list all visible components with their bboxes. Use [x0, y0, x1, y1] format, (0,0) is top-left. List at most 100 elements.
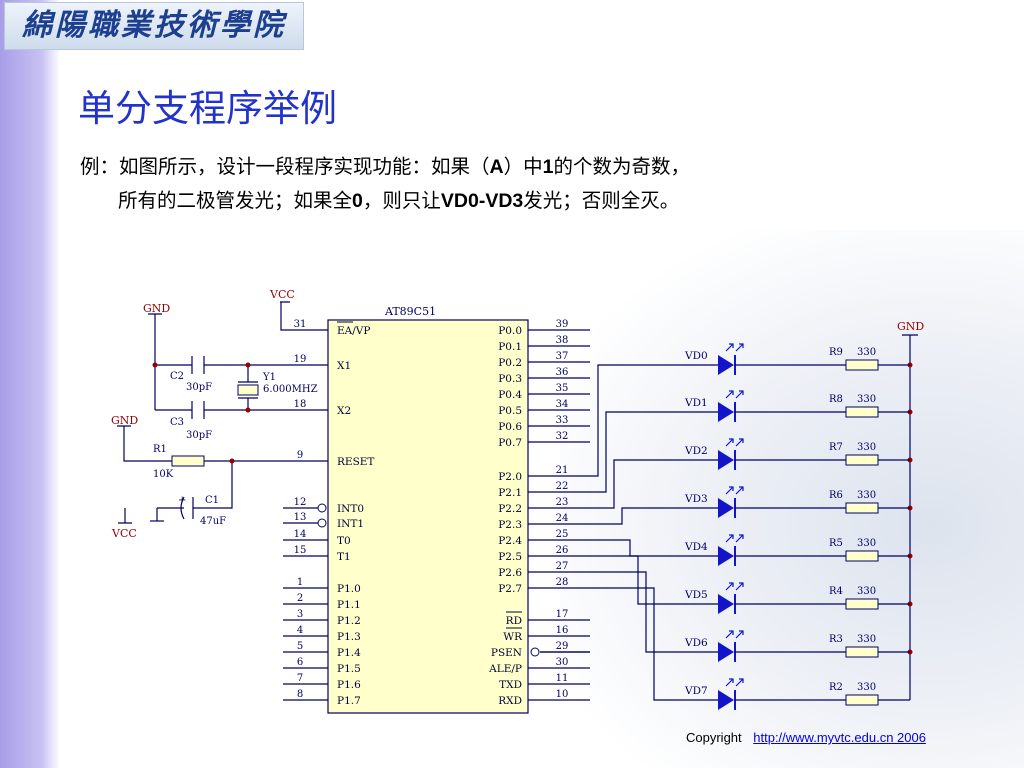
bus-wire [590, 459, 718, 509]
bold-zero: 0 [352, 190, 363, 212]
bus-wire [590, 555, 718, 605]
pin-name: P0.2 [498, 357, 522, 369]
bold-vd-range: VD0-VD3 [440, 190, 524, 212]
pin-number: 11 [556, 673, 569, 684]
resistor-value: 330 [857, 490, 876, 501]
resistor-value: 330 [857, 682, 876, 693]
pin-name: P0.6 [498, 421, 522, 433]
gnd-label-right: GND [897, 320, 924, 333]
led-diode [718, 546, 734, 566]
pin-number: 36 [556, 367, 569, 378]
resistor-value: 330 [857, 586, 876, 597]
pin-number: 25 [556, 529, 569, 540]
bus-wire [590, 571, 718, 653]
pin-name: P2.5 [498, 551, 522, 563]
y1-label: Y1 [262, 372, 276, 383]
led-label: VD7 [684, 685, 708, 697]
led-label: VD5 [684, 589, 708, 601]
description-line-1: 例：如图所示，设计一段程序实现功能：如果（A）中1的个数为奇数， [80, 150, 1000, 184]
inversion-bubbles [317, 503, 540, 657]
pin-name: PSEN [491, 647, 522, 659]
pin-number: 39 [556, 319, 569, 330]
led-label: VD1 [684, 397, 708, 409]
led-diode [718, 642, 734, 662]
pin-number: 6 [297, 657, 303, 668]
led-diode [718, 355, 734, 375]
chip-name: AT89C51 [384, 305, 436, 318]
light-arrow-icon [725, 343, 744, 352]
pin-number: 37 [556, 351, 569, 362]
pin-number: 26 [556, 545, 569, 556]
schematic-wiring [117, 301, 918, 700]
text-segment: 例：如图所示，设计一段程序实现功能：如果（ [80, 155, 490, 178]
resistor-body [845, 454, 879, 466]
pin-number: 35 [556, 383, 569, 394]
gnd-label-2: GND [111, 414, 138, 427]
pin-name: X1 [337, 360, 351, 372]
pin-number: 5 [297, 641, 303, 652]
resistor-label: R4 [829, 586, 843, 597]
resistor-body [845, 359, 879, 371]
pin-number: 4 [297, 625, 303, 636]
pin-number: 30 [556, 657, 569, 668]
resistor-label: R9 [829, 347, 843, 358]
copyright-footer: Copyright http://www.myvtc.edu.cn 2006 [686, 730, 926, 745]
led-diode [718, 402, 734, 422]
pin-name: ALE/P [488, 663, 522, 675]
resistor-body [845, 550, 879, 562]
bold-a: A [489, 156, 504, 178]
pin-number: 16 [556, 625, 569, 636]
college-logo: 綿陽職業技術學院 [4, 2, 304, 50]
bus-wire [590, 539, 718, 557]
pin-name: P0.0 [498, 325, 522, 337]
pin-name: P0.4 [498, 389, 522, 401]
led-diode [718, 498, 734, 518]
led-diode [718, 690, 734, 710]
light-arrow-icon [725, 438, 744, 447]
pin-number: 31 [294, 319, 307, 330]
c3-value: 30pF [186, 430, 212, 441]
pin-name: P0.7 [498, 437, 522, 449]
pin-number: 3 [297, 609, 303, 620]
resistor-value: 330 [857, 538, 876, 549]
pin-name: P0.1 [498, 341, 522, 353]
led-label: VD6 [684, 637, 708, 649]
resistor-body [845, 406, 879, 418]
website-link[interactable]: http://www.myvtc.edu.cn 2006 [753, 730, 926, 745]
pin-name: P0.3 [498, 373, 522, 385]
pin-number: 21 [556, 465, 569, 476]
resistor-body [845, 694, 879, 706]
led-label: VD4 [684, 541, 708, 553]
pin-name: P1.6 [337, 679, 361, 691]
resistor-body [845, 502, 879, 514]
pin-number: 7 [297, 673, 303, 684]
c2-value: 30pF [186, 382, 212, 393]
bus-wire [590, 507, 718, 525]
crystal-body [237, 384, 259, 396]
pin-number: 27 [556, 561, 569, 572]
pin-name: P1.4 [337, 647, 361, 659]
bold-one: 1 [542, 156, 554, 178]
resistor-body [845, 598, 879, 610]
light-arrow-icon [725, 390, 744, 399]
pin-name: T0 [337, 535, 351, 547]
led-label: VD2 [684, 445, 708, 457]
pin-name: T1 [337, 551, 351, 563]
light-arrow-icon [725, 582, 744, 591]
led-diode [718, 594, 734, 614]
pin-number: 18 [294, 399, 307, 410]
light-arrow-icon [725, 630, 744, 639]
pin-name: P0.5 [498, 405, 522, 417]
resistor-label: R8 [829, 394, 843, 405]
pin-name: P1.0 [337, 583, 361, 595]
pin-number: 22 [556, 481, 569, 492]
text-segment: ）中 [503, 155, 543, 178]
pin-number: 15 [294, 545, 307, 556]
pin-number: 8 [297, 689, 303, 700]
bus-wire [590, 364, 718, 477]
pin-number: 17 [556, 609, 569, 620]
pin-name: P1.3 [337, 631, 361, 643]
text-segment: ，则只让 [362, 189, 441, 212]
chip-left-pins: 31EA/VP19X118X29RESET12INT013INT114T015T… [283, 319, 374, 707]
